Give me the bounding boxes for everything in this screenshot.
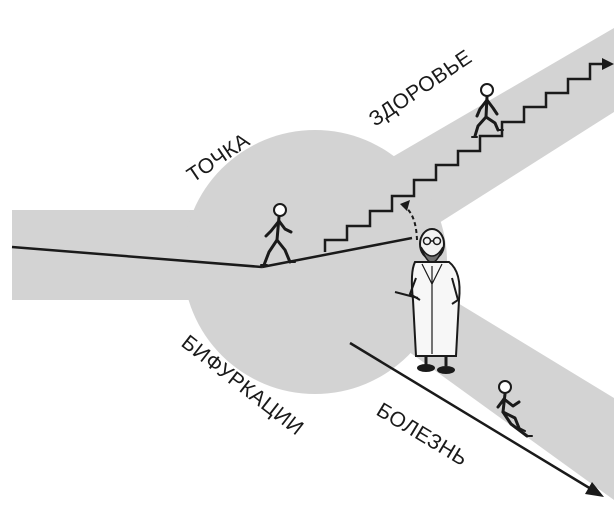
health-arrowhead bbox=[602, 58, 614, 70]
label-disease: БОЛЕЗНЬ bbox=[372, 399, 471, 471]
health-road bbox=[370, 28, 614, 235]
bifurcation-circle bbox=[183, 130, 447, 394]
path-lines bbox=[11, 62, 606, 494]
road-shapes bbox=[12, 28, 614, 500]
junction-path-line bbox=[261, 236, 413, 269]
entry-path-line bbox=[11, 245, 263, 269]
dashed-arrowhead bbox=[400, 200, 410, 211]
arrowheads bbox=[400, 58, 614, 497]
disease-arrowhead bbox=[585, 482, 604, 497]
doctor-with-pointer-icon bbox=[394, 228, 461, 374]
health-staircase bbox=[323, 62, 606, 252]
stair-climbing-person-icon bbox=[471, 83, 504, 138]
sliding-person-icon bbox=[496, 380, 533, 438]
disease-arrow-line bbox=[349, 341, 597, 494]
walking-person-icon bbox=[260, 203, 296, 267]
